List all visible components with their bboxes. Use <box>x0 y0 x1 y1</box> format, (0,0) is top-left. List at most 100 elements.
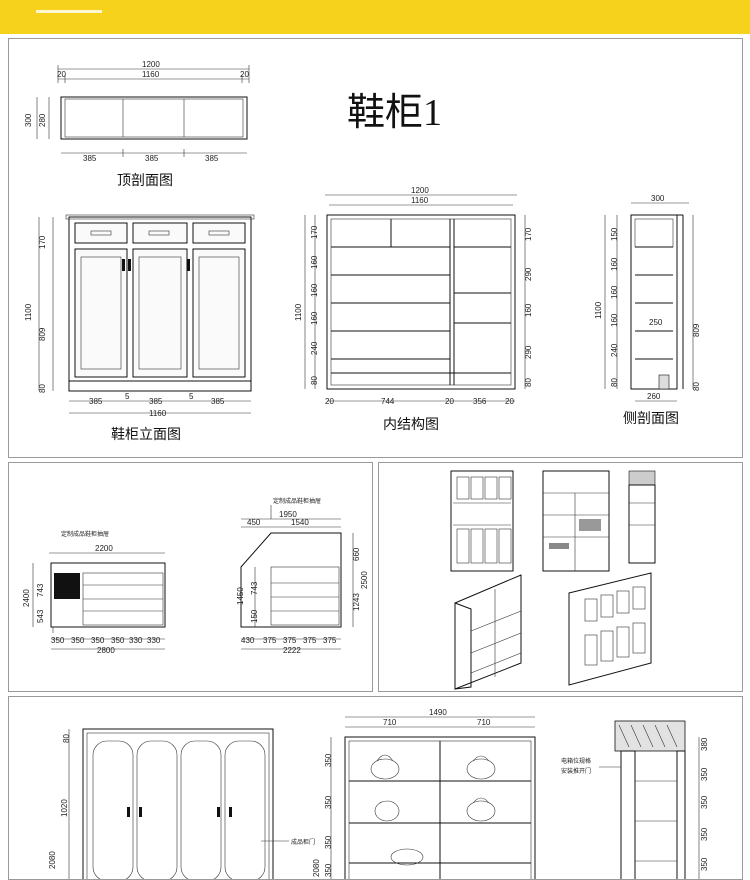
shelf-height-2: 350 <box>324 795 333 809</box>
front-elevation-view: 170 809 1100 80 385 5 385 5 385 1160 鞋柜立… <box>24 214 255 443</box>
front-bay-2: 385 <box>149 397 163 406</box>
inner-right-h-2: 290 <box>524 267 533 281</box>
top-side-right: 20 <box>240 70 249 79</box>
elevation-a-bottom-6: 330 <box>147 636 161 645</box>
side-left-h-base: 80 <box>610 378 619 387</box>
front-height-base: 80 <box>38 384 47 393</box>
inner-right-h-4: 290 <box>524 345 533 359</box>
top-inner-width: 1160 <box>142 70 160 79</box>
elevation-b-bottom-1: 430 <box>241 636 255 645</box>
top-banner <box>0 0 750 34</box>
inner-structure-caption: 内结构图 <box>383 417 439 433</box>
perspective-cabinet-sketch <box>568 572 652 686</box>
elevation-b-width-top: 1950 <box>279 510 297 519</box>
elevation-b-total-bottom: 2222 <box>283 646 301 655</box>
inner-left-h-1: 170 <box>310 225 319 239</box>
top-section-caption: 顶剖面图 <box>117 173 173 189</box>
door-elevation: 80 1020 2080 成品柜门 <box>48 728 315 879</box>
inner-overall-height: 1100 <box>294 303 303 321</box>
elevation-b-bottom-2: 375 <box>263 636 277 645</box>
inner-right-h-base: 80 <box>524 378 533 387</box>
inner-overall-width: 1200 <box>411 186 429 195</box>
elevation-b-right-h-1: 660 <box>352 547 361 561</box>
shoe-wall-elevations-svg: 定制成品鞋柜抽屉 2200 2400 743 543 350 350 350 3… <box>22 497 369 655</box>
perspective-shelf-sketch <box>454 574 522 690</box>
elevation-b-left-h-2: 743 <box>250 581 259 595</box>
wardrobe-drawings-panel: 80 1020 2080 成品柜门 1490 710 710 350 350 3… <box>8 696 743 880</box>
elevation-a-bottom-4: 350 <box>111 636 125 645</box>
shelf-overall-width: 1490 <box>429 708 447 717</box>
side-overall-height: 1100 <box>594 301 603 319</box>
top-section-view: 1200 20 1160 20 300 280 385 385 385 顶剖面图 <box>24 60 249 189</box>
elevation-b-bottom-4: 375 <box>303 636 317 645</box>
front-bay-3: 385 <box>211 397 225 406</box>
elevation-b-offset-1: 450 <box>247 518 261 527</box>
side-section-view: 300 250 1100 150 160 160 160 240 80 809 … <box>594 194 701 427</box>
inner-bottom-3: 20 <box>445 397 454 406</box>
door-height-top: 80 <box>62 734 71 743</box>
inner-left-h-base: 80 <box>310 376 319 385</box>
elevation-b-right-h-2: 2500 <box>360 571 369 589</box>
banner-accent <box>36 10 102 13</box>
door-note: 成品柜门 <box>291 838 315 846</box>
shelf-elevation: 1490 710 710 350 350 350 350 2080 <box>312 708 536 879</box>
elevation-b-offset-2: 1540 <box>291 518 309 527</box>
cabinet-sketches-panel <box>378 462 743 692</box>
inner-left-h-5: 240 <box>310 341 319 355</box>
elevation-a-width-top: 2200 <box>95 544 113 553</box>
elevation-b-bottom-5: 375 <box>323 636 337 645</box>
elevation-a-height-2: 543 <box>36 609 45 623</box>
side-overall-depth: 300 <box>651 194 665 203</box>
elevation-b-label: 定制成品鞋柜抽屉 <box>273 497 321 505</box>
front-height-total: 1100 <box>24 303 33 321</box>
inner-left-h-3: 160 <box>310 283 319 297</box>
shoe-wall-elevations-panel: 定制成品鞋柜抽屉 2200 2400 743 543 350 350 350 3… <box>8 462 373 692</box>
side-right-h-2: 80 <box>692 382 701 391</box>
door-height-mid: 1020 <box>60 799 69 817</box>
inner-bottom-5: 20 <box>505 397 514 406</box>
side-height-2: 350 <box>700 767 709 781</box>
elevation-a-height-total: 2400 <box>22 589 31 607</box>
side-height-3: 350 <box>700 795 709 809</box>
top-bay-1: 385 <box>83 154 97 163</box>
front-bay-1: 385 <box>89 397 103 406</box>
side-left-h-1: 150 <box>610 227 619 241</box>
top-bay-2: 385 <box>145 154 159 163</box>
side-height-5: 350 <box>700 857 709 871</box>
inner-bottom-1: 20 <box>325 397 334 406</box>
elevation-a-bottom-1: 350 <box>51 636 65 645</box>
cabinet-drawings-panel: 鞋柜1 1200 20 1160 20 300 280 385 385 385 … <box>8 38 743 458</box>
front-sketch <box>450 470 514 572</box>
inner-bottom-2: 744 <box>381 397 395 406</box>
drawing-title: 鞋柜1 <box>347 92 442 134</box>
inner-inner-width: 1160 <box>411 196 429 205</box>
front-height-doors: 809 <box>38 327 47 341</box>
elevation-b-left-h-1: 1450 <box>236 587 245 605</box>
inner-left-h-2: 160 <box>310 255 319 269</box>
side-mid-depth: 250 <box>649 318 663 327</box>
inner-structure-view: 1200 1160 1100 170 160 160 160 240 80 17… <box>294 186 533 433</box>
side-note-line-1: 电箱位规格 <box>561 757 591 765</box>
elevation-a-bottom-3: 350 <box>91 636 105 645</box>
shelf-bay-1: 710 <box>383 718 397 727</box>
front-gap-1: 5 <box>125 392 130 401</box>
front-gap-2: 5 <box>189 392 194 401</box>
side-bottom-depth: 260 <box>647 392 661 401</box>
elevation-a: 定制成品鞋柜抽屉 2200 2400 743 543 350 350 350 3… <box>22 530 166 655</box>
side-sketch <box>628 470 656 564</box>
side-detail: 电箱位规格 安装推开门 380 350 350 350 350 <box>561 720 709 879</box>
inner-right-h-1: 170 <box>524 227 533 241</box>
front-total-width: 1160 <box>149 409 167 418</box>
side-height-4: 350 <box>700 827 709 841</box>
top-bay-3: 385 <box>205 154 219 163</box>
side-left-h-4: 160 <box>610 313 619 327</box>
side-left-h-3: 160 <box>610 285 619 299</box>
elevation-a-label: 定制成品鞋柜抽屉 <box>61 530 109 538</box>
elevation-b-left-h-3: 150 <box>250 609 259 623</box>
shelf-height-3: 350 <box>324 835 333 849</box>
shelf-bay-2: 710 <box>477 718 491 727</box>
inner-bottom-4: 356 <box>473 397 487 406</box>
top-side-left: 20 <box>57 70 66 79</box>
side-height-1: 380 <box>700 737 709 751</box>
front-elevation-caption: 鞋柜立面图 <box>111 427 181 443</box>
